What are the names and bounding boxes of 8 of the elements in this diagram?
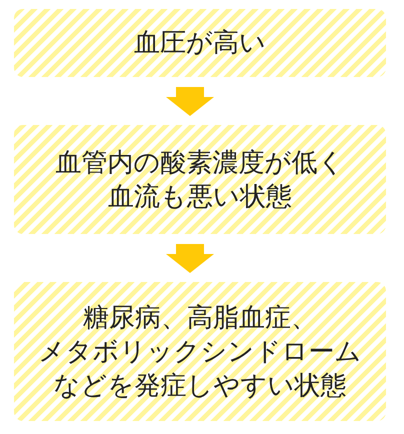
- process-box: [14, 125, 386, 234]
- step-label: 血管内の酸素濃度が低く血流も悪い状態: [54, 146, 346, 214]
- process-box: [14, 282, 386, 421]
- process-box: [14, 9, 386, 77]
- block-arrow: [166, 87, 214, 116]
- step-label: 糖尿病、高脂血症、メタボリックシンドロームなどを発症しやすい状態: [37, 302, 362, 402]
- block-arrow: [166, 244, 214, 273]
- step-label: 血圧が高い: [134, 27, 266, 60]
